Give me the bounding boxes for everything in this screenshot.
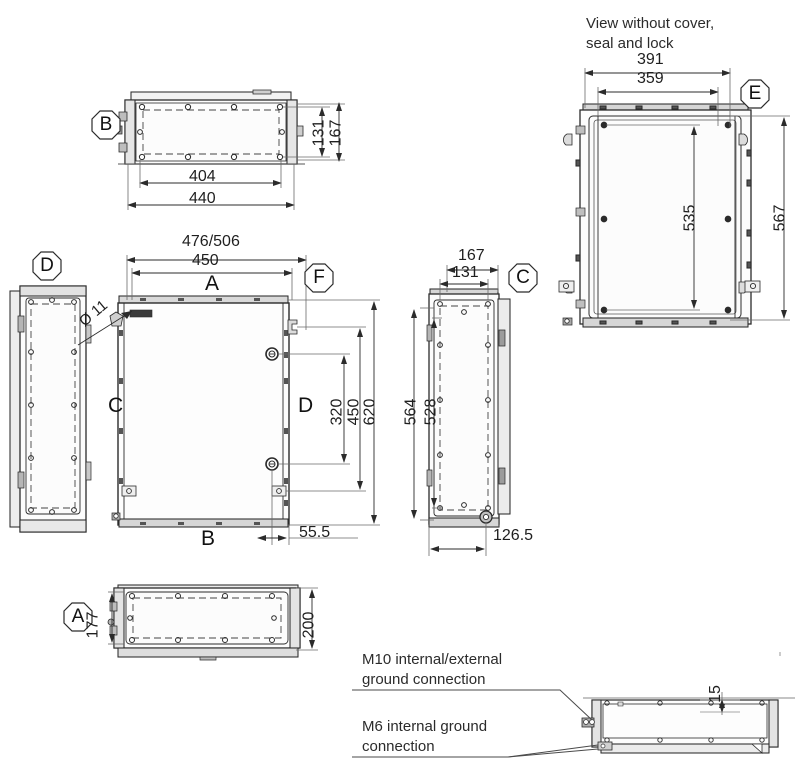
dim-e-width-inner: 359 xyxy=(637,70,664,87)
ground-note-m6-line2: connection xyxy=(362,738,435,755)
view-marker-label-a: A xyxy=(71,606,85,627)
dim-e-height-inner: 535 xyxy=(681,204,699,232)
dim-a-depth-outer: 200 xyxy=(300,611,318,639)
dim-ground-height: 15 xyxy=(706,685,724,703)
view-marker-label-e: E xyxy=(748,83,762,104)
view-marker-octagon-d xyxy=(32,251,62,281)
face-letter-a: A xyxy=(205,272,220,295)
view-marker-octagon-e xyxy=(740,79,770,109)
dim-c-offset: 126.5 xyxy=(493,527,534,544)
ground-note-m10-line2: ground connection xyxy=(362,671,486,688)
dim-c-depth-outer: 167 xyxy=(458,247,485,264)
hole-diameter-leader xyxy=(77,310,133,346)
ground-note-m6-line1: M6 internal ground xyxy=(362,718,488,735)
view-marker-octagon-f xyxy=(304,263,334,293)
dim-c-height-inner: 528 xyxy=(422,398,440,426)
dim-front-lock-inner: 320 xyxy=(328,398,346,426)
view-e-geometry xyxy=(558,103,761,328)
ground-note-m10-line1: M10 internal/external xyxy=(362,651,503,668)
dim-c-depth-inner: 131 xyxy=(452,264,479,281)
dim-front-width-body: 450 xyxy=(192,252,219,269)
dim-c-height-outer: 564 xyxy=(402,398,420,426)
face-letter-b: B xyxy=(201,527,216,550)
dim-b-depth-outer: 167 xyxy=(327,119,345,147)
view-a-geometry xyxy=(107,584,301,661)
view-marker-octagon-a xyxy=(63,602,93,632)
view-a-dimensions xyxy=(108,587,318,651)
view-c-geometry xyxy=(426,288,511,528)
view-marker-label-c: C xyxy=(516,267,530,288)
ground-note-leaders xyxy=(352,689,599,758)
view-front-dimensions xyxy=(126,255,380,545)
view-c-dimensions xyxy=(411,265,499,556)
dim-b-width-inner: 404 xyxy=(189,168,216,185)
dim-a-depth-inner: 177 xyxy=(84,611,102,639)
view-marker-label-d: D xyxy=(40,255,54,276)
view-e-dimensions xyxy=(584,68,790,321)
dim-e-width-outer: 391 xyxy=(637,51,664,68)
view-note-line1: View without cover, xyxy=(586,15,715,32)
view-marker-octagon-c xyxy=(508,263,538,293)
view-d-geometry xyxy=(9,285,92,533)
dim-front-width-total: 476/506 xyxy=(182,233,240,250)
dim-e-height-outer: 567 xyxy=(771,204,789,232)
view-note-line2: seal and lock xyxy=(586,35,674,52)
view-b-geometry xyxy=(115,89,305,165)
view-marker-label-b: B xyxy=(99,114,113,135)
view-front-geometry xyxy=(109,295,298,528)
face-letter-d: D xyxy=(298,394,314,417)
dim-front-lock-span: 450 xyxy=(345,398,363,426)
dim-b-depth-inner: 131 xyxy=(310,119,328,147)
dim-front-offset-bottom: 55.5 xyxy=(299,524,331,541)
view-b-dimensions xyxy=(127,102,345,210)
view-marker-label-f: F xyxy=(313,267,325,288)
dim-b-width-outer: 440 xyxy=(189,190,216,207)
view-marker-octagon-b xyxy=(91,110,121,140)
dim-front-height-total: 620 xyxy=(361,398,379,426)
face-letter-c: C xyxy=(108,394,124,417)
ground-detail-geometry xyxy=(581,692,795,754)
